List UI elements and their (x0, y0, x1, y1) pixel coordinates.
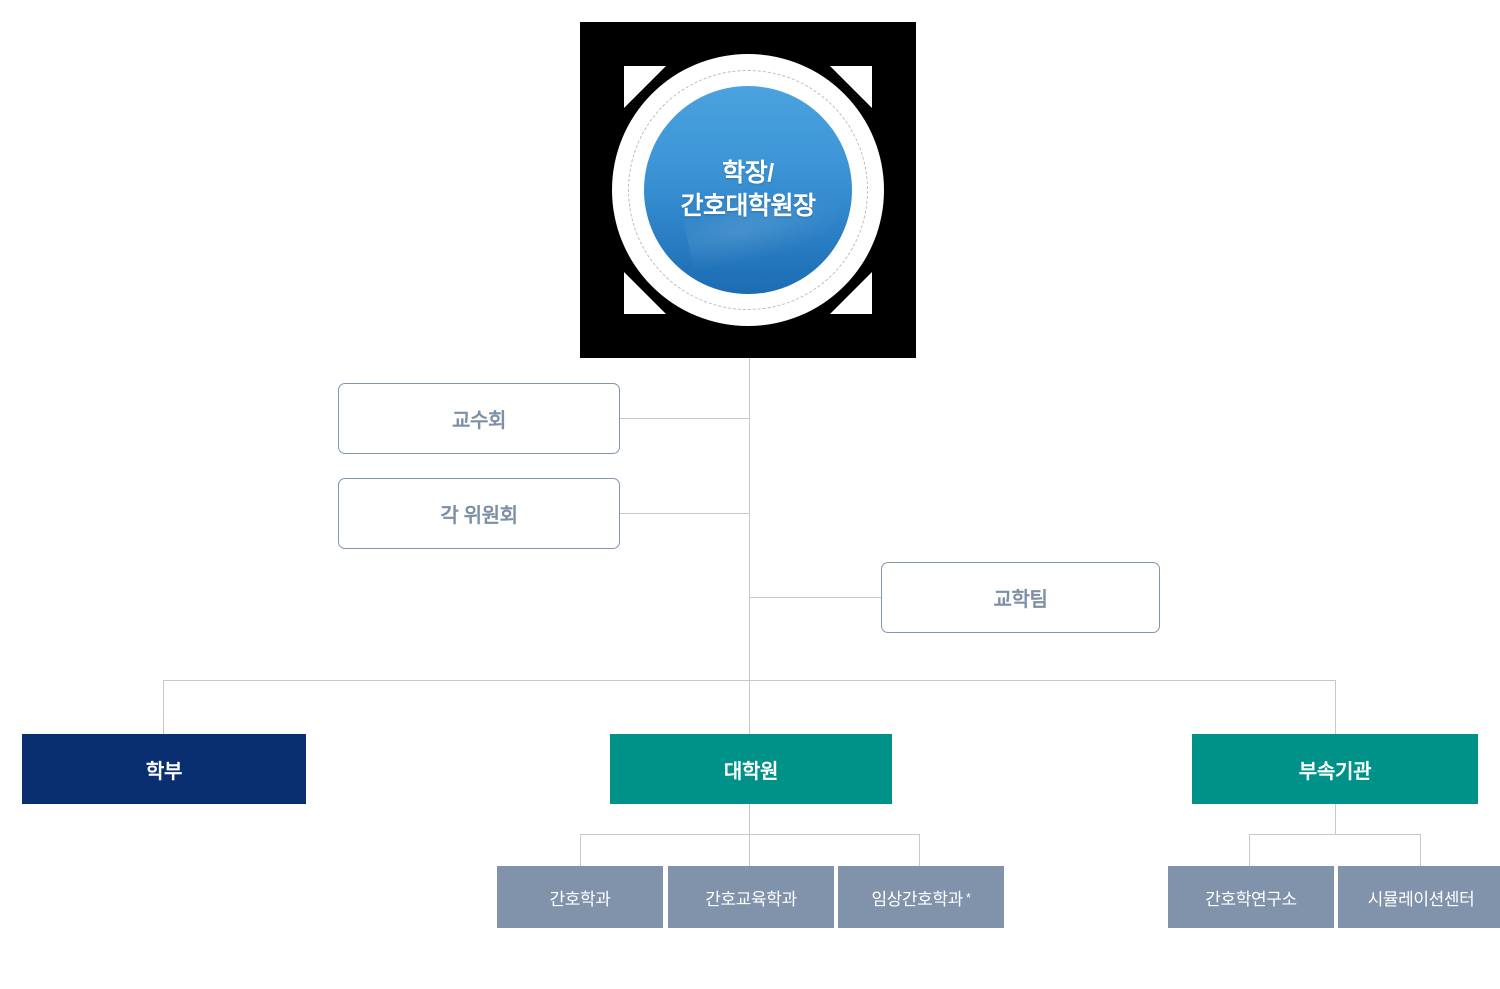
node-simulation-center[interactable]: 시뮬레이션센터 (1338, 866, 1500, 928)
root-node-dean[interactable]: 학장/ 간호대학원장 (644, 86, 852, 294)
connector-stub-committees (620, 513, 750, 514)
node-clinical-nursing-dept[interactable]: 임상간호학과 * (838, 866, 1004, 928)
root-node-label: 학장/ 간호대학원장 (680, 159, 816, 220)
node-nursing-dept-label: 간호학과 (549, 889, 611, 909)
node-undergraduate-label: 학부 (145, 760, 183, 783)
connector-drop-graduate-sub (749, 804, 750, 834)
root-dashed-ring (628, 70, 868, 310)
node-affiliated-institutions-label: 부속기관 (1298, 760, 1372, 783)
root-node-frame: 학장/ 간호대학원장 (580, 22, 916, 358)
connector-drop-affiliated (1335, 680, 1336, 734)
node-academic-affairs-team[interactable]: 교학팀 (881, 562, 1160, 633)
node-graduate-school-label: 대학원 (723, 760, 779, 783)
node-affiliated-institutions[interactable]: 부속기관 (1192, 734, 1478, 804)
connector-drop-graduate (749, 680, 750, 734)
node-nursing-research-institute[interactable]: 간호학연구소 (1168, 866, 1334, 928)
node-undergraduate[interactable]: 학부 (22, 734, 306, 804)
connector-drop-nursing-dept (580, 834, 581, 866)
node-committees-label: 각 위원회 (440, 505, 518, 527)
node-simulation-center-label: 시뮬레이션센터 (1367, 889, 1475, 909)
connector-stub-academic-affairs (749, 597, 881, 598)
node-faculty-council[interactable]: 교수회 (338, 383, 620, 454)
connector-bus-affiliated-children (1249, 834, 1420, 835)
node-nursing-education-dept[interactable]: 간호교육학과 (668, 866, 834, 928)
node-clinical-nursing-dept-label: 임상간호학과 (871, 889, 963, 909)
connector-stub-faculty-council (620, 418, 750, 419)
node-nursing-education-dept-label: 간호교육학과 (705, 889, 797, 909)
footnote-asterisk-icon: * (965, 889, 971, 905)
connector-trunk-main (749, 358, 750, 680)
connector-drop-simulation-center (1420, 834, 1421, 866)
connector-drop-clinical-nursing-dept (919, 834, 920, 866)
node-graduate-school[interactable]: 대학원 (610, 734, 892, 804)
connector-bus-graduate-children (580, 834, 920, 835)
connector-drop-nursing-education-dept (749, 834, 750, 866)
node-nursing-research-institute-label: 간호학연구소 (1205, 889, 1297, 909)
connector-drop-affiliated-sub (1335, 804, 1336, 834)
node-committees[interactable]: 각 위원회 (338, 478, 620, 549)
connector-drop-undergraduate (163, 680, 164, 734)
node-nursing-dept[interactable]: 간호학과 (497, 866, 663, 928)
connector-drop-nursing-research-institute (1249, 834, 1250, 866)
node-academic-affairs-team-label: 교학팀 (993, 589, 1048, 611)
node-faculty-council-label: 교수회 (452, 410, 506, 432)
